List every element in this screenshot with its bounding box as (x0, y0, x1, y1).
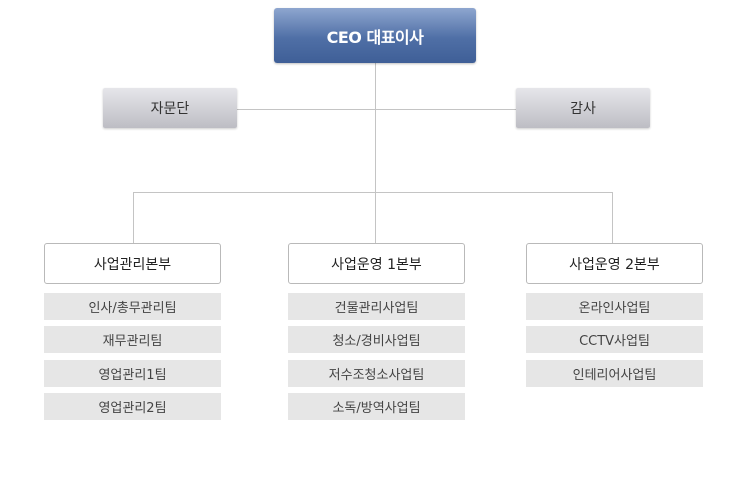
team-label: 재무관리팀 (102, 334, 163, 349)
department-box-2: 사업운영 1본부 (288, 243, 465, 284)
team-label: 인테리어사업팀 (572, 368, 657, 383)
department-box-1: 사업관리본부 (44, 243, 221, 284)
team-label: CCTV사업팀 (579, 334, 650, 349)
team-label: 소독/방역사업팀 (332, 401, 421, 416)
advisory-label: 자문단 (150, 101, 190, 117)
ceo-box: CEO 대표이사 (274, 8, 476, 63)
department-label: 사업관리본부 (93, 256, 172, 273)
department-label: 사업운영 1본부 (331, 256, 422, 273)
team-label: 영업관리2팀 (98, 401, 167, 416)
team-box: CCTV사업팀 (526, 326, 703, 353)
team-label: 인사/총무관리팀 (88, 301, 177, 316)
team-box: 소독/방역사업팀 (288, 393, 465, 420)
department-box-3: 사업운영 2본부 (526, 243, 703, 284)
team-box: 건물관리사업팀 (288, 293, 465, 320)
team-box: 청소/경비사업팀 (288, 326, 465, 353)
team-label: 건물관리사업팀 (334, 301, 419, 316)
department-label: 사업운영 2본부 (569, 256, 660, 273)
ceo-label: CEO 대표이사 (326, 27, 424, 47)
audit-label: 감사 (570, 101, 596, 117)
team-label: 영업관리1팀 (98, 368, 167, 383)
team-box: 영업관리2팀 (44, 393, 221, 420)
team-box: 영업관리1팀 (44, 360, 221, 387)
team-box: 인테리어사업팀 (526, 360, 703, 387)
team-label: 저수조청소사업팀 (328, 368, 425, 383)
team-box: 저수조청소사업팀 (288, 360, 465, 387)
team-box: 온라인사업팀 (526, 293, 703, 320)
team-box: 재무관리팀 (44, 326, 221, 353)
team-box: 인사/총무관리팀 (44, 293, 221, 320)
advisory-box: 자문단 (103, 88, 237, 128)
team-label: 청소/경비사업팀 (332, 334, 421, 349)
team-label: 온라인사업팀 (578, 301, 651, 316)
audit-box: 감사 (516, 88, 650, 128)
